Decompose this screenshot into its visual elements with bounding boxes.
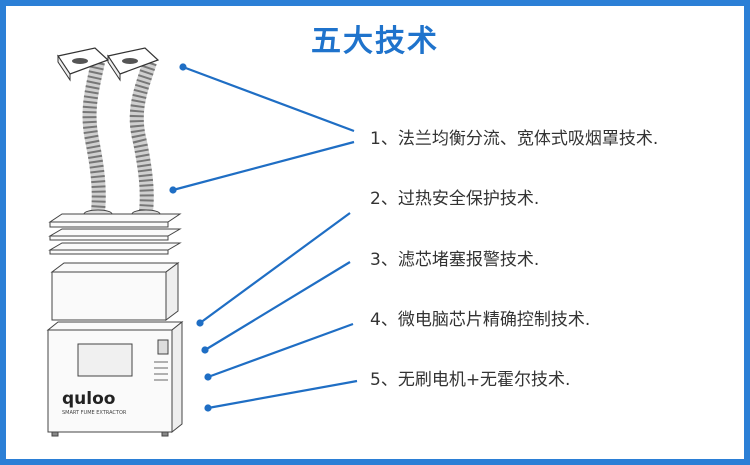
filter-module: [50, 262, 180, 321]
feature-item-4: 4、微电脑芯片精确控制技术.: [370, 310, 591, 330]
main-cabinet: [46, 320, 184, 437]
feature-item-5: 5、无刷电机+无霍尔技术.: [370, 370, 571, 390]
fume-hood-right: [107, 47, 160, 82]
feature-item-3: 3、滤芯堵塞报警技术.: [370, 250, 540, 270]
hose-left: [82, 60, 106, 213]
top-lid: [48, 213, 182, 255]
hose-right: [129, 59, 157, 213]
callout-lines: [169, 63, 358, 412]
page-title: 五大技术: [311, 24, 439, 59]
feature-item-2: 2、过热安全保护技术.: [370, 189, 540, 209]
brand-logo: quloo: [62, 389, 115, 409]
feature-item-1: 1、法兰均衡分流、宽体式吸烟罩技术.: [370, 129, 659, 149]
fume-hood-left: [57, 47, 110, 82]
brand-tagline: SMART FUME EXTRACTOR: [62, 410, 127, 416]
